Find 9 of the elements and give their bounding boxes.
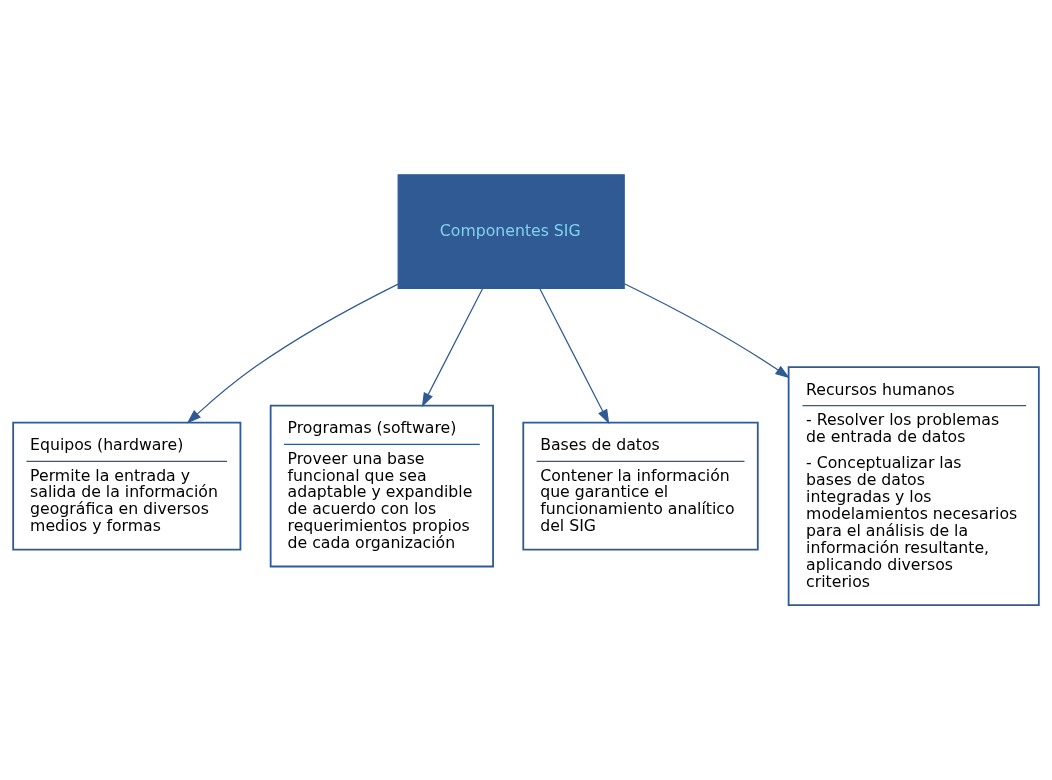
arrow	[539, 287, 610, 424]
arrow	[186, 283, 399, 424]
arrow	[623, 283, 790, 379]
node-box: Bases de datos Contener la información que garantice el funcionamiento analítico del SIG	[522, 421, 759, 551]
node-box: Componentes SIG	[397, 174, 625, 290]
arrow	[421, 287, 484, 408]
node-box: Recursos humanos - Resolver los problemas de entrada de datos - Conceptualizar las bases de datos integradas y los modelamientos necesarios para el análisis de la información resultante, aplicando diversos criterios	[787, 366, 1040, 607]
node-box: Programas (software) Proveer una base funcional que sea adaptable y expandible de acuerdo con los requerimientos propios de cada organización	[269, 404, 494, 568]
node-box: Equipos (hardware) Permite la entrada y salida de la información geográfica en diversos medios y formas	[12, 421, 242, 551]
